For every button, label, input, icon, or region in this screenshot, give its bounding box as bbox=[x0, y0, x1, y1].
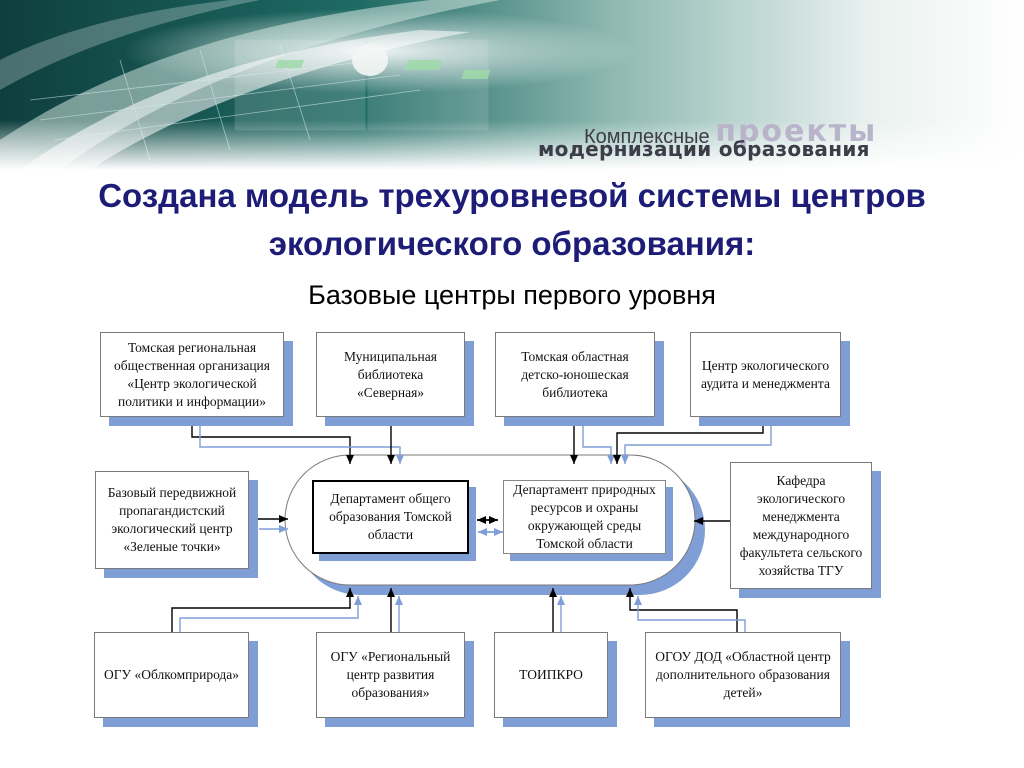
node-bottom-2-label: ОГУ «Региональный центр развития образов… bbox=[330, 649, 451, 700]
slide-subtitle: Базовые центры первого уровня bbox=[308, 280, 716, 310]
connector-bottom1-black bbox=[171, 588, 354, 632]
slide-title-line2: экологического образования: bbox=[268, 225, 756, 262]
connector-bottom4-black bbox=[626, 588, 738, 632]
node-top-1-label: Томская региональная общественная органи… bbox=[113, 339, 270, 409]
node-bottom-4-label: ОГОУ ДОД «Областной центр дополнительног… bbox=[655, 649, 831, 700]
node-bottom-1: ОГУ «Облкомприрода» bbox=[94, 632, 249, 718]
brand-logo-line1: Комплексные проекты bbox=[584, 114, 964, 151]
node-top-2: Муниципальная библиотека «Северная» bbox=[316, 332, 465, 417]
node-center-1-label: Департамент общего образования Томской о… bbox=[329, 491, 452, 542]
node-left-label: Базовый передвижной пропагандистский эко… bbox=[107, 485, 237, 554]
node-bottom-4: ОГОУ ДОД «Областной центр дополнительног… bbox=[645, 632, 841, 718]
node-bottom-3: ТОИПКРО bbox=[494, 632, 608, 718]
node-top-4-label: Центр экологического аудита и менеджмент… bbox=[701, 357, 830, 391]
node-top-3: Томская областная детско-юношеская библи… bbox=[495, 332, 655, 417]
node-center-2-label: Департамент природных ресурсов и охраны … bbox=[513, 482, 656, 551]
header-banner bbox=[0, 0, 1024, 170]
connector-top1-blue bbox=[199, 425, 404, 464]
node-right-label: Кафедра экологического менеджмента между… bbox=[739, 472, 863, 578]
node-bottom-3-label: ТОИПКРО bbox=[519, 667, 583, 682]
node-center-2: Департамент природных ресурсов и охраны … bbox=[503, 480, 666, 554]
node-top-1: Томская региональная общественная органи… bbox=[100, 332, 284, 417]
node-center-1: Департамент общего образования Томской о… bbox=[312, 480, 469, 554]
node-bottom-1-label: ОГУ «Облкомприрода» bbox=[103, 667, 240, 682]
brand-big-text: проекты bbox=[715, 114, 878, 149]
node-top-4: Центр экологического аудита и менеджмент… bbox=[690, 332, 841, 417]
node-top-2-label: Муниципальная библиотека «Северная» bbox=[344, 348, 437, 400]
slide-title: Создана модель трехуровневой системы цен… bbox=[0, 172, 1024, 268]
slide-title-line1: Создана модель трехуровневой системы цен… bbox=[98, 177, 926, 214]
node-top-3-label: Томская областная детско-юношеская библи… bbox=[521, 348, 629, 400]
brand-small-text: Комплексные bbox=[584, 126, 710, 148]
connector-top4-blue bbox=[621, 425, 772, 464]
connector-top3-blue bbox=[582, 425, 615, 464]
brand-logo-line2: модернизации образования bbox=[538, 137, 870, 161]
connector-top1-black bbox=[191, 417, 354, 464]
connector-top4-black bbox=[613, 417, 764, 464]
node-bottom-2: ОГУ «Региональный центр развития образов… bbox=[316, 632, 465, 718]
node-left: Базовый передвижной пропагандистский эко… bbox=[95, 471, 249, 569]
node-right: Кафедра экологического менеджмента между… bbox=[730, 462, 872, 589]
